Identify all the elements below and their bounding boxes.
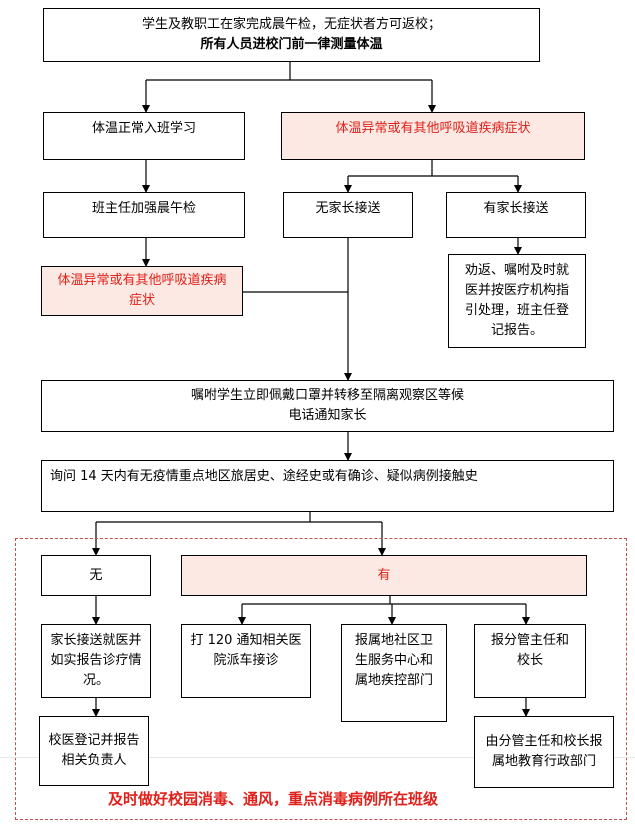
report-community-box: 报属地社区卫生服务中心和属地疾控部门 — [341, 624, 447, 722]
temp-abnormal-box: 体温异常或有其他呼吸道疾病症状 — [281, 112, 585, 160]
class-abnormal-box: 体温异常或有其他呼吸道疾病症状 — [41, 266, 243, 316]
class-abnormal-text: 体温异常或有其他呼吸道疾病症状 — [57, 273, 227, 308]
report-community-text: 报属地社区卫生服务中心和属地疾控部门 — [354, 633, 433, 688]
no-parent-box: 无家长接送 — [283, 192, 413, 238]
footer-note: 及时做好校园消毒、通风，重点消毒病例所在班级 — [108, 790, 439, 808]
parent-pickup-box: 家长接送就医并如实报告诊疗情况。 — [41, 624, 151, 698]
has-parent-text: 有家长接送 — [483, 201, 549, 216]
yes-text: 有 — [377, 567, 391, 583]
call-120-box: 打 120 通知相关医院派车接诊 — [181, 624, 311, 698]
parent-pickup-text: 家长接送就医并如实报告诊疗情况。 — [50, 633, 142, 688]
no-text: 无 — [89, 567, 103, 583]
page-divider — [0, 757, 635, 758]
doctor-register-text: 校医登记并报告相关负责人 — [48, 733, 140, 768]
temp-abnormal-text: 体温异常或有其他呼吸道疾病症状 — [335, 121, 531, 136]
report-principal-text: 报分管主任和校长 — [490, 633, 569, 668]
entry-check-text: 学生及教职工在家完成晨午检，无症状者方可返校； — [141, 17, 441, 32]
no-box: 无 — [41, 555, 151, 596]
isolate-text: 嘱咐学生立即佩戴口罩并转移至隔离观察区等候 — [190, 388, 464, 403]
entry-temperature-text: 所有人员进校门前一律测量体温 — [200, 37, 383, 52]
has-parent-box: 有家长接送 — [446, 192, 586, 238]
report-edu-box: 由分管主任和校长报属地教育行政部门 — [474, 716, 614, 788]
notify-parent-text: 电话通知家长 — [288, 408, 367, 423]
isolate-box: 嘱咐学生立即佩戴口罩并转移至隔离观察区等候 电话通知家长 — [41, 380, 614, 432]
yes-box: 有 — [181, 555, 587, 596]
response-frame — [15, 538, 627, 820]
doctor-register-box: 校医登记并报告相关负责人 — [39, 716, 149, 786]
inquiry-box: 询问 14 天内有无疫情重点地区旅居史、途经史或有确诊、疑似病例接触史 — [41, 460, 614, 512]
call-120-text: 打 120 通知相关医院派车接诊 — [190, 633, 302, 668]
persuade-return-box: 劝返、嘱咐及时就医并按医疗机构指引处理，班主任登记报告。 — [448, 254, 586, 348]
no-parent-text: 无家长接送 — [315, 201, 381, 216]
report-principal-box: 报分管主任和校长 — [474, 624, 586, 698]
inquiry-text: 询问 14 天内有无疫情重点地区旅居史、途经史或有确诊、疑似病例接触史 — [50, 469, 478, 484]
temp-normal-text: 体温正常入班学习 — [91, 121, 196, 136]
report-edu-text: 由分管主任和校长报属地教育行政部门 — [485, 734, 603, 769]
teacher-check-text: 班主任加强晨午检 — [91, 201, 196, 216]
persuade-return-text: 劝返、嘱咐及时就医并按医疗机构指引处理，班主任登记报告。 — [464, 263, 569, 338]
entry-check-box: 学生及教职工在家完成晨午检，无症状者方可返校； 所有人员进校门前一律测量体温 — [43, 8, 540, 62]
temp-normal-box: 体温正常入班学习 — [43, 112, 245, 160]
teacher-check-box: 班主任加强晨午检 — [43, 192, 245, 238]
